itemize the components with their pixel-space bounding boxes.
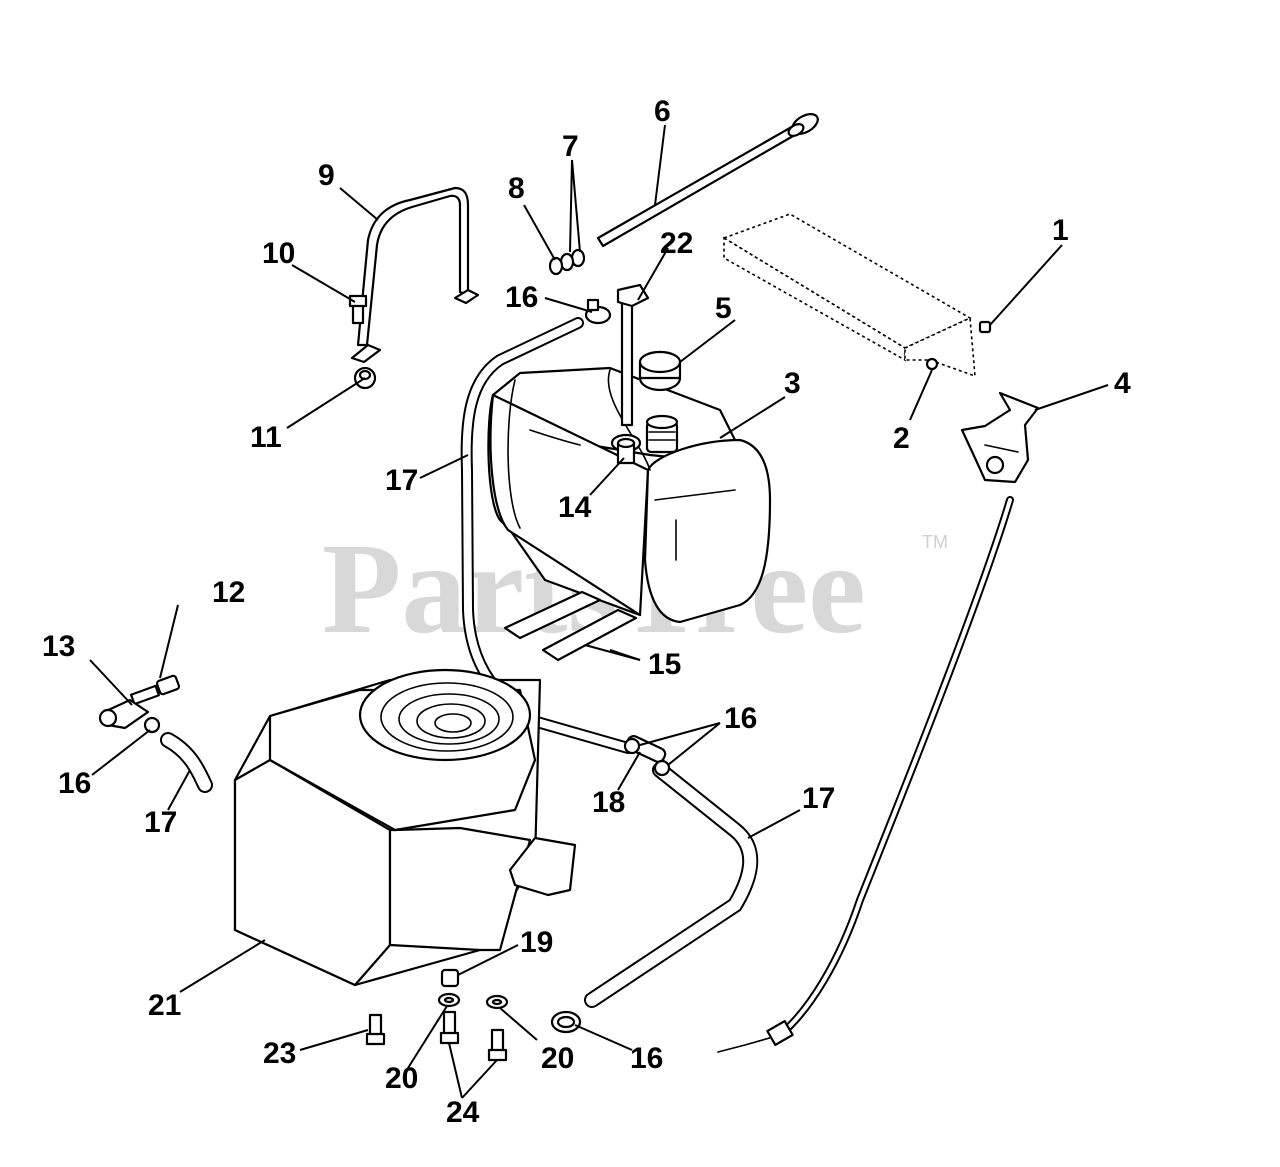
callout-5: 5: [715, 292, 732, 325]
callout-17-lower: 17: [802, 782, 835, 815]
bolt-24-right: [487, 1028, 508, 1062]
callout-4: 4: [1114, 367, 1131, 400]
callout-12: 12: [212, 576, 245, 609]
pickup-tube: [616, 283, 650, 427]
shutoff-bracket: [960, 391, 1040, 484]
callout-2: 2: [893, 422, 910, 455]
fuel-hose-short: [160, 732, 213, 793]
callout-16-fitting: 16: [58, 767, 91, 800]
callout-16-filter: 16: [724, 702, 757, 735]
callout-1: 1: [1052, 214, 1069, 247]
callout-6: 6: [654, 95, 671, 128]
callout-20-right: 20: [541, 1042, 574, 1075]
hose-clamp-top: [584, 298, 612, 325]
callout-3: 3: [784, 367, 801, 400]
fuel-fitting: [98, 674, 181, 734]
callout-8: 8: [508, 172, 525, 205]
callout-9: 9: [318, 159, 335, 192]
callout-22: 22: [660, 227, 693, 260]
fuel-cap: [638, 350, 682, 392]
screw-1: [978, 320, 992, 334]
callout-19: 19: [520, 926, 553, 959]
callout-21: 21: [148, 989, 181, 1022]
fuel-gauge-rod: [596, 113, 819, 248]
callout-13: 13: [42, 630, 75, 663]
washers-and-nut: [548, 248, 586, 276]
nut-2: [925, 357, 939, 371]
callout-11: 11: [250, 421, 282, 454]
callout-15: 15: [648, 648, 681, 681]
bolt-10: [348, 294, 368, 325]
callout-17-upper: 17: [385, 464, 418, 497]
fuel-line-lower: [584, 762, 759, 1008]
fuel-filter: [623, 735, 671, 777]
tank-filler-neck: [645, 414, 679, 454]
callout-7: 7: [562, 130, 579, 163]
hose-clamp-bottom: [550, 1010, 582, 1034]
callout-labels: 1 2 3 4 5 6 7 8 9 10 11 12 13 14 15 16 1…: [42, 95, 1131, 1129]
nut-19: [440, 968, 460, 988]
callout-16-bottom: 16: [630, 1042, 663, 1075]
watermark-trademark: TM: [922, 532, 948, 552]
callout-18: 18: [592, 786, 625, 819]
panel-outline: [722, 213, 976, 378]
washer-20-left: [437, 992, 461, 1008]
decal-strips: [503, 590, 638, 662]
bolt-24-left: [439, 1010, 460, 1045]
washer-20-right: [485, 994, 509, 1010]
callout-14: 14: [558, 491, 592, 524]
tank-strap: [350, 186, 480, 364]
grommet: [610, 433, 642, 465]
callout-24: 24: [446, 1096, 480, 1129]
leader-lines: [89, 124, 1109, 1099]
callout-17-short: 17: [144, 806, 177, 839]
engine: [233, 668, 577, 987]
bolt-23: [365, 1013, 386, 1046]
callout-10: 10: [262, 237, 295, 270]
callout-20-left: 20: [385, 1062, 418, 1095]
callout-16-pickup: 16: [505, 281, 538, 314]
throttle-cable: [717, 496, 1014, 1053]
callout-23: 23: [263, 1037, 296, 1070]
